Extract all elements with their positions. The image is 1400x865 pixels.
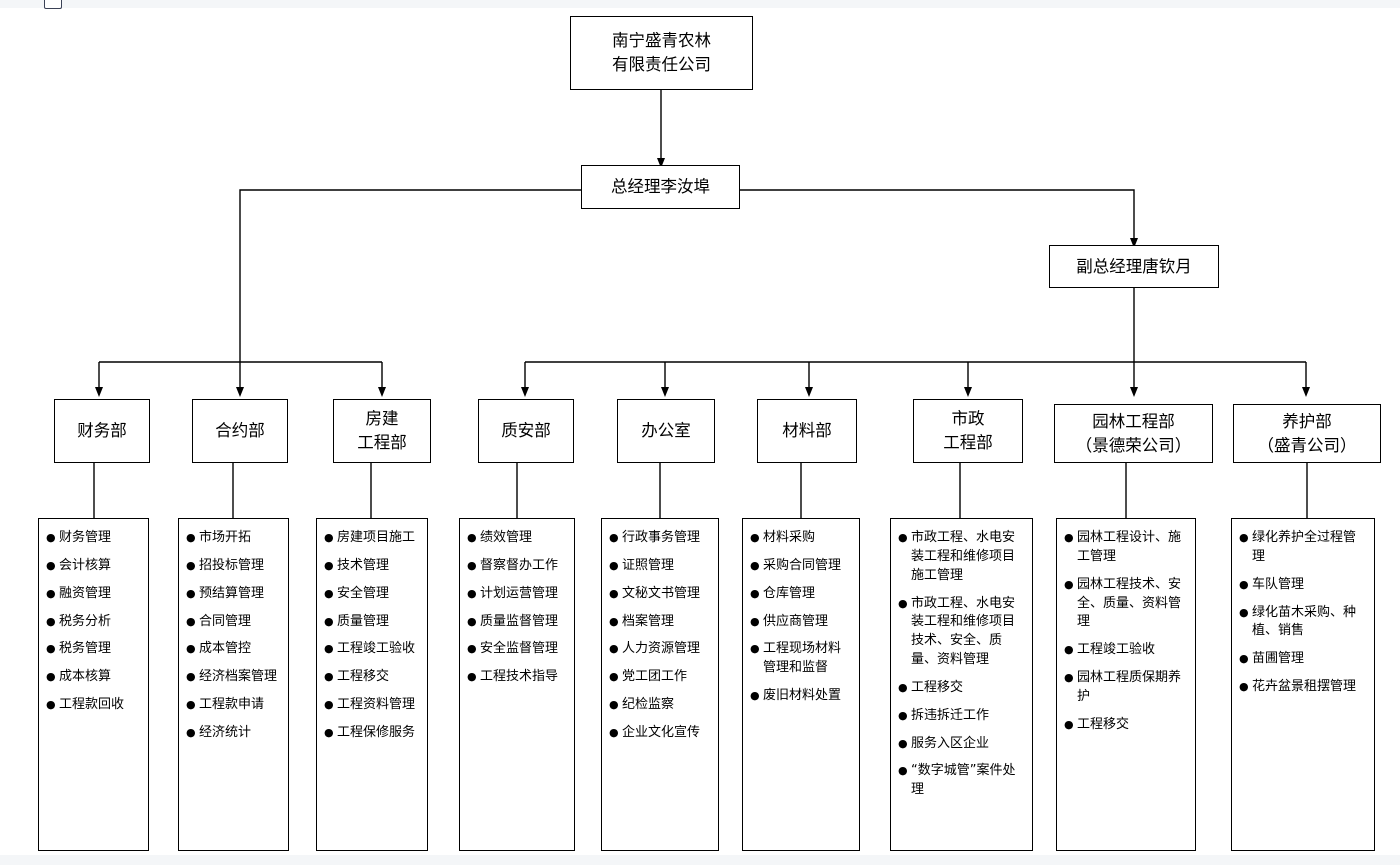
node-company[interactable]: 南宁盛青农林 有限责任公司 [570,16,753,90]
duty-item: 苗圃管理 [1239,650,1368,669]
duty-item: 安全监督管理 [467,640,568,659]
duty-item: 工程资料管理 [324,696,421,715]
duty-item: 技术管理 [324,557,421,576]
browser-bottom-strip [0,855,1400,865]
duty-item: 成本核算 [46,668,142,687]
duty-item: 绿化苗木采购、种植、销售 [1239,604,1368,642]
duty-list: 绩效管理督察督办工作计划运营管理质量监督管理安全监督管理工程技术指导 [467,529,568,687]
duty-box-maintenance: 绿化养护全过程管理车队管理绿化苗木采购、种植、销售苗圃管理花卉盆景租摆管理 [1231,518,1375,851]
duty-item: 园林工程质保期养护 [1064,669,1189,707]
duty-item: 工程款申请 [186,696,282,715]
duty-item: 采购合同管理 [750,557,853,576]
duty-item: 市政工程、水电安装工程和维修项目施工管理 [898,529,1026,586]
duty-item: 工程竣工验收 [1064,641,1189,660]
duty-item: 经济统计 [186,724,282,743]
dept-box-landscape-engineering[interactable]: 园林工程部 （景德荣公司） [1054,404,1213,463]
dept-box-materials[interactable]: 材料部 [757,399,857,463]
browser-top-strip [0,0,1400,8]
duty-item: 行政事务管理 [609,529,712,548]
node-deputy-manager[interactable]: 副总经理唐钦月 [1049,245,1219,288]
duty-item: 企业文化宣传 [609,724,712,743]
duty-item: 预结算管理 [186,585,282,604]
duty-item: 工程现场材料管理和监督 [750,640,853,678]
duty-box-finance: 财务管理会计核算融资管理税务分析税务管理成本核算工程款回收 [38,518,149,851]
duty-item: 拆违拆迁工作 [898,707,1026,726]
duty-item: 文秘文书管理 [609,585,712,604]
duty-item: 绿化养护全过程管理 [1239,529,1368,567]
duty-item: 工程技术指导 [467,668,568,687]
duty-item: 督察督办工作 [467,557,568,576]
duty-list: 房建项目施工技术管理安全管理质量管理工程竣工验收工程移交工程资料管理工程保修服务 [324,529,421,743]
duty-item: 证照管理 [609,557,712,576]
duty-item: 合同管理 [186,613,282,632]
duty-item: 成本管控 [186,640,282,659]
duty-list: 行政事务管理证照管理文秘文书管理档案管理人力资源管理党工团工作纪检监察企业文化宣… [609,529,712,743]
dept-box-quality-safety[interactable]: 质安部 [478,399,574,463]
duty-item: 税务管理 [46,640,142,659]
duty-item: 安全管理 [324,585,421,604]
duty-box-office: 行政事务管理证照管理文秘文书管理档案管理人力资源管理党工团工作纪检监察企业文化宣… [601,518,719,851]
duty-item: 经济档案管理 [186,668,282,687]
duty-list: 材料采购采购合同管理仓库管理供应商管理工程现场材料管理和监督废旧材料处置 [750,529,853,706]
node-general-manager[interactable]: 总经理李汝埠 [581,165,740,209]
dept-box-finance[interactable]: 财务部 [54,399,150,463]
duty-item: 废旧材料处置 [750,687,853,706]
duty-list: 市场开拓招投标管理预结算管理合同管理成本管控经济档案管理工程款申请经济统计 [186,529,282,743]
duty-item: 市场开拓 [186,529,282,548]
duty-item: 花卉盆景租摆管理 [1239,678,1368,697]
duty-item: 税务分析 [46,613,142,632]
duty-box-materials: 材料采购采购合同管理仓库管理供应商管理工程现场材料管理和监督废旧材料处置 [742,518,860,851]
duty-item: 会计核算 [46,557,142,576]
duty-item: 房建项目施工 [324,529,421,548]
duty-item: 人力资源管理 [609,640,712,659]
dept-box-contract[interactable]: 合约部 [192,399,288,463]
duty-item: 党工团工作 [609,668,712,687]
duty-item: 园林工程设计、施工管理 [1064,529,1189,567]
duty-item: 园林工程技术、安全、质量、资料管理 [1064,576,1189,633]
duty-item: 财务管理 [46,529,142,548]
duty-item: 服务入区企业 [898,735,1026,754]
duty-box-landscape-engineering: 园林工程设计、施工管理园林工程技术、安全、质量、资料管理工程竣工验收园林工程质保… [1056,518,1196,851]
viewport-corner [1384,833,1400,855]
dept-box-housing-engineering[interactable]: 房建 工程部 [333,399,431,463]
duty-item: 质量管理 [324,613,421,632]
tab-stub[interactable] [44,0,62,9]
duty-item: 融资管理 [46,585,142,604]
duty-list: 市政工程、水电安装工程和维修项目施工管理市政工程、水电安装工程和维修项目技术、安… [898,529,1026,800]
dept-box-municipal-engineering[interactable]: 市政 工程部 [913,399,1023,463]
duty-item: 车队管理 [1239,576,1368,595]
duty-item: 纪检监察 [609,696,712,715]
duty-item: 工程移交 [898,679,1026,698]
dept-box-maintenance[interactable]: 养护部 （盛青公司） [1233,404,1381,463]
duty-item: 市政工程、水电安装工程和维修项目技术、安全、质量、资料管理 [898,595,1026,670]
duty-item: 质量监督管理 [467,613,568,632]
duty-item: 工程竣工验收 [324,640,421,659]
duty-box-contract: 市场开拓招投标管理预结算管理合同管理成本管控经济档案管理工程款申请经济统计 [178,518,289,851]
dept-box-office[interactable]: 办公室 [617,399,715,463]
duty-item: 供应商管理 [750,613,853,632]
duty-box-municipal-engineering: 市政工程、水电安装工程和维修项目施工管理市政工程、水电安装工程和维修项目技术、安… [890,518,1033,851]
duty-list: 绿化养护全过程管理车队管理绿化苗木采购、种植、销售苗圃管理花卉盆景租摆管理 [1239,529,1368,697]
duty-item: 档案管理 [609,613,712,632]
duty-item: 工程移交 [324,668,421,687]
duty-list: 园林工程设计、施工管理园林工程技术、安全、质量、资料管理工程竣工验收园林工程质保… [1064,529,1189,735]
duty-box-housing-engineering: 房建项目施工技术管理安全管理质量管理工程竣工验收工程移交工程资料管理工程保修服务 [316,518,428,851]
duty-item: 招投标管理 [186,557,282,576]
duty-list: 财务管理会计核算融资管理税务分析税务管理成本核算工程款回收 [46,529,142,715]
duty-item: 仓库管理 [750,585,853,604]
duty-item: 工程移交 [1064,716,1189,735]
duty-item: 绩效管理 [467,529,568,548]
duty-item: 材料采购 [750,529,853,548]
duty-item: 工程款回收 [46,696,142,715]
duty-box-quality-safety: 绩效管理督察督办工作计划运营管理质量监督管理安全监督管理工程技术指导 [459,518,575,851]
duty-item: 工程保修服务 [324,724,421,743]
duty-item: 计划运营管理 [467,585,568,604]
duty-item: “数字城管”案件处理 [898,762,1026,800]
